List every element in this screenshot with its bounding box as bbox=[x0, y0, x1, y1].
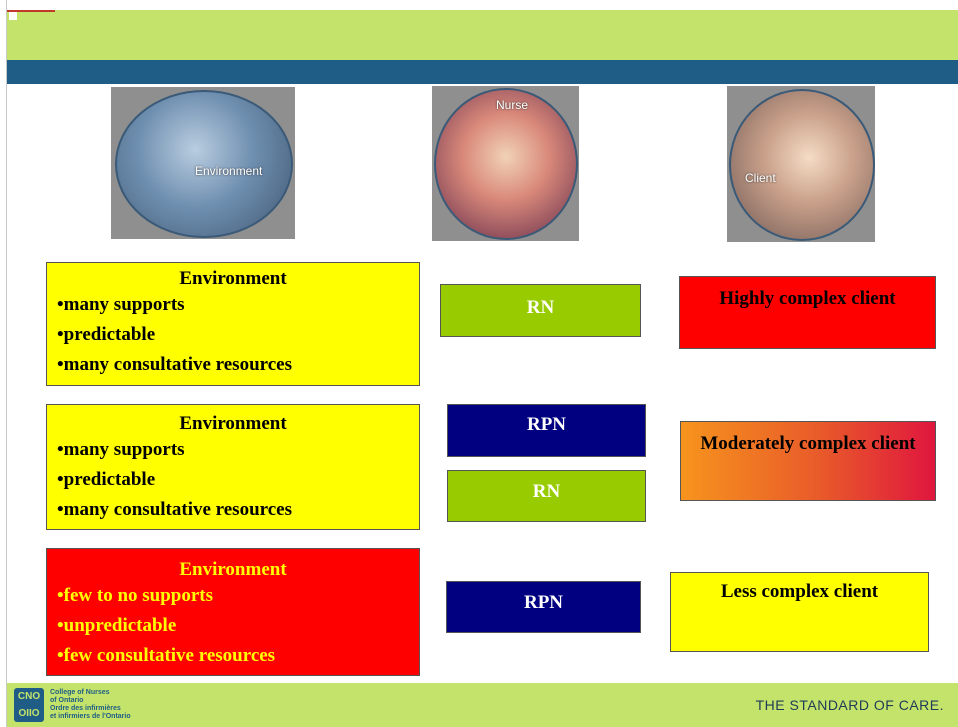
rpn-box-3-label: RPN bbox=[523, 592, 564, 613]
environment-box-1: Environment many supports predictable ma… bbox=[46, 262, 420, 386]
rpn-box-2: RPN bbox=[447, 404, 646, 457]
client-photo: Client bbox=[727, 86, 875, 242]
cno-logo-text: College of Nurses of Ontario Ordre des i… bbox=[50, 689, 131, 721]
footer-tagline: THE STANDARD OF CARE. bbox=[755, 697, 944, 713]
environment-box-2: Environment many supports predictable ma… bbox=[46, 404, 420, 530]
cno-logo-line: et infirmiers de l'Ontario bbox=[50, 713, 131, 720]
header-band bbox=[7, 10, 958, 60]
header-corner-square bbox=[9, 12, 17, 20]
nurse-photo: Nurse bbox=[432, 86, 579, 241]
environment-photo-label: Environment bbox=[195, 164, 263, 178]
environment-box-1-item: predictable bbox=[57, 320, 419, 350]
client-box-less-complex-label: Less complex client bbox=[720, 581, 879, 602]
client-box-moderately-complex: Moderately complex client bbox=[680, 421, 936, 501]
client-box-less-complex: Less complex client bbox=[670, 572, 929, 652]
environment-box-2-title: Environment bbox=[179, 413, 287, 434]
rn-box-1-label: RN bbox=[526, 297, 555, 318]
nurse-photo-label: Nurse bbox=[496, 98, 529, 112]
rn-box-1: RN bbox=[440, 284, 641, 337]
environment-box-3-item: few to no supports bbox=[57, 581, 419, 611]
client-photo-label: Client bbox=[745, 171, 776, 185]
environment-box-2-item: predictable bbox=[57, 465, 419, 495]
environment-box-2-item: many consultative resources bbox=[57, 495, 419, 525]
environment-box-3-title: Environment bbox=[179, 559, 287, 580]
client-photo-circle: Client bbox=[729, 89, 875, 241]
footer-band bbox=[7, 683, 958, 727]
environment-box-3: Environment few to no supports unpredict… bbox=[46, 548, 420, 676]
rn-box-2: RN bbox=[447, 470, 646, 522]
client-box-moderately-complex-label: Moderately complex client bbox=[700, 433, 916, 454]
client-box-highly-complex-label: Highly complex client bbox=[719, 288, 896, 309]
environment-box-1-item: many consultative resources bbox=[57, 350, 419, 380]
header-blue-band bbox=[7, 60, 958, 84]
environment-box-3-item: few consultative resources bbox=[57, 641, 419, 671]
environment-box-1-title: Environment bbox=[179, 268, 287, 289]
environment-photo: Environment bbox=[111, 87, 295, 239]
environment-box-1-item: many supports bbox=[57, 290, 419, 320]
client-box-highly-complex: Highly complex client bbox=[679, 276, 936, 349]
rpn-box-3: RPN bbox=[446, 581, 641, 633]
cno-logo-mark: CNO OIIO bbox=[14, 688, 44, 722]
nurse-photo-circle: Nurse bbox=[434, 88, 578, 240]
header-accent-line bbox=[7, 10, 55, 12]
cno-logo-line: College of Nurses bbox=[50, 689, 110, 696]
cno-logo-line: Ordre des infirmières bbox=[50, 705, 121, 712]
environment-box-2-item: many supports bbox=[57, 435, 419, 465]
rn-box-2-label: RN bbox=[532, 481, 561, 502]
cno-logo-line: of Ontario bbox=[50, 697, 84, 704]
slide-left-edge bbox=[0, 0, 7, 727]
environment-box-3-item: unpredictable bbox=[57, 611, 419, 641]
environment-photo-circle: Environment bbox=[115, 90, 293, 238]
rpn-box-2-label: RPN bbox=[526, 414, 567, 435]
